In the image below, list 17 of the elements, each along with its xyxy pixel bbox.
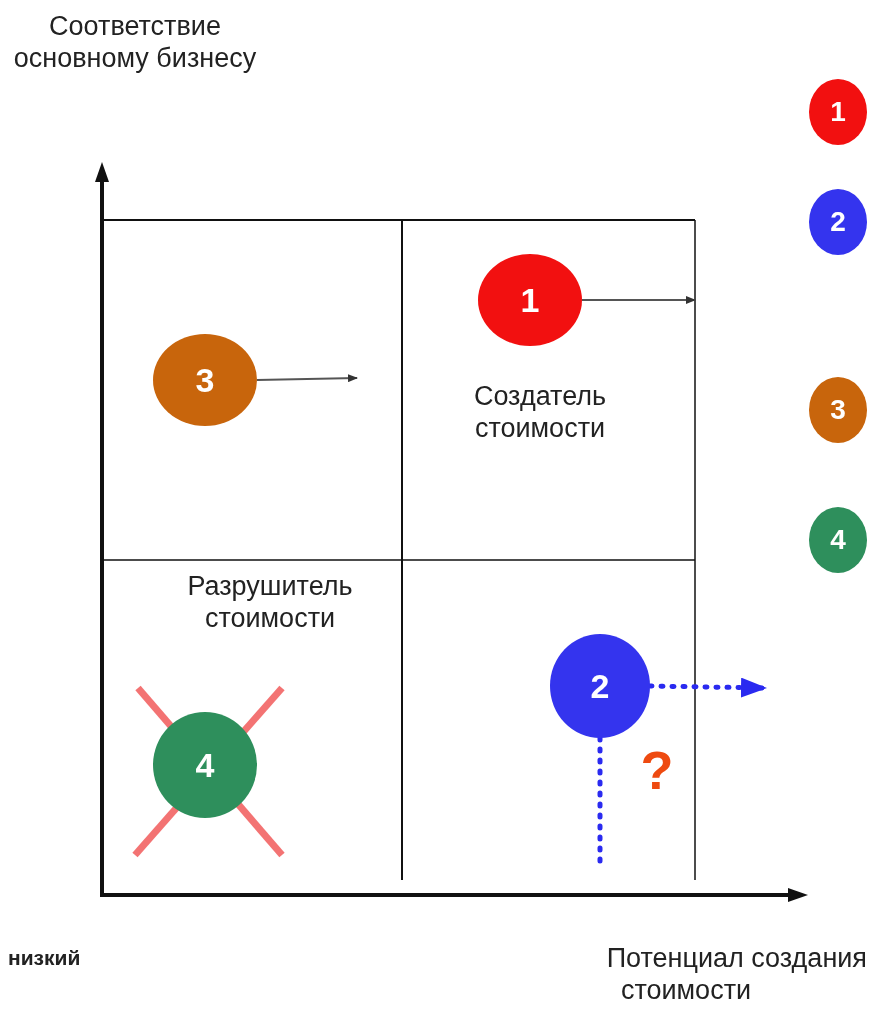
- question-mark: ?: [639, 739, 675, 802]
- arrow: [581, 296, 696, 304]
- circle-number: 4: [195, 745, 215, 785]
- axis-title: Потенциал создания стоимости: [605, 942, 867, 1007]
- quadrant-label: Разрушитель стоимости: [186, 570, 354, 635]
- circle-number: 3: [195, 360, 215, 400]
- numbered-circle: [153, 712, 257, 818]
- quadrant-label: Создатель стоимости: [472, 380, 608, 445]
- circle-number: 1: [830, 96, 846, 128]
- circle-number: 4: [830, 524, 846, 556]
- axis-title: Соответствие основному бизнесу: [12, 10, 258, 75]
- circle-number: 2: [590, 666, 610, 706]
- circle-number: 3: [830, 394, 846, 426]
- arrow: [256, 374, 358, 383]
- circle-number: 2: [830, 206, 846, 238]
- axis-label: низкий: [8, 945, 82, 971]
- circle-number: 1: [520, 280, 540, 320]
